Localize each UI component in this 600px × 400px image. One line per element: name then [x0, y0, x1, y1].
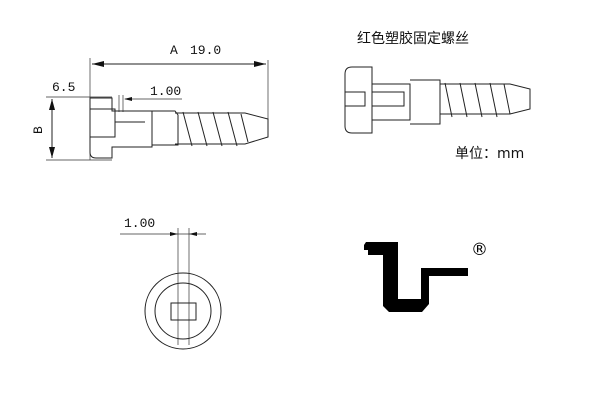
screw-side-section — [89, 97, 269, 159]
screw-perspective-drawing — [344, 66, 531, 134]
outer-circle — [144, 272, 222, 350]
length-value: 19.0 — [190, 43, 221, 58]
arrow-icon — [49, 147, 55, 158]
brand-logo: ® — [364, 240, 488, 312]
arrow-icon — [189, 232, 197, 236]
title: 红色塑胶固定螺丝 — [357, 30, 469, 47]
diameter-label: B — [31, 126, 46, 134]
arrow-icon — [254, 61, 266, 67]
unit-label: 单位：mm — [455, 146, 524, 162]
arrow-icon — [170, 232, 178, 236]
slot-rect — [170, 302, 197, 321]
end-view-drawing: 1.00 — [120, 216, 222, 350]
inner-circle — [154, 282, 212, 340]
length-label: A — [170, 43, 178, 58]
arrow-icon — [92, 61, 104, 67]
registered-mark: ® — [471, 240, 488, 260]
head-height-value: 6.5 — [52, 80, 75, 95]
slot-width-value: 1.00 — [150, 84, 181, 99]
side-view-drawing: A 19.0 6.5 B 1.00 — [31, 43, 269, 161]
arrow-icon — [124, 97, 132, 101]
arrow-icon — [49, 99, 55, 110]
end-slot-width-value: 1.00 — [124, 216, 155, 231]
